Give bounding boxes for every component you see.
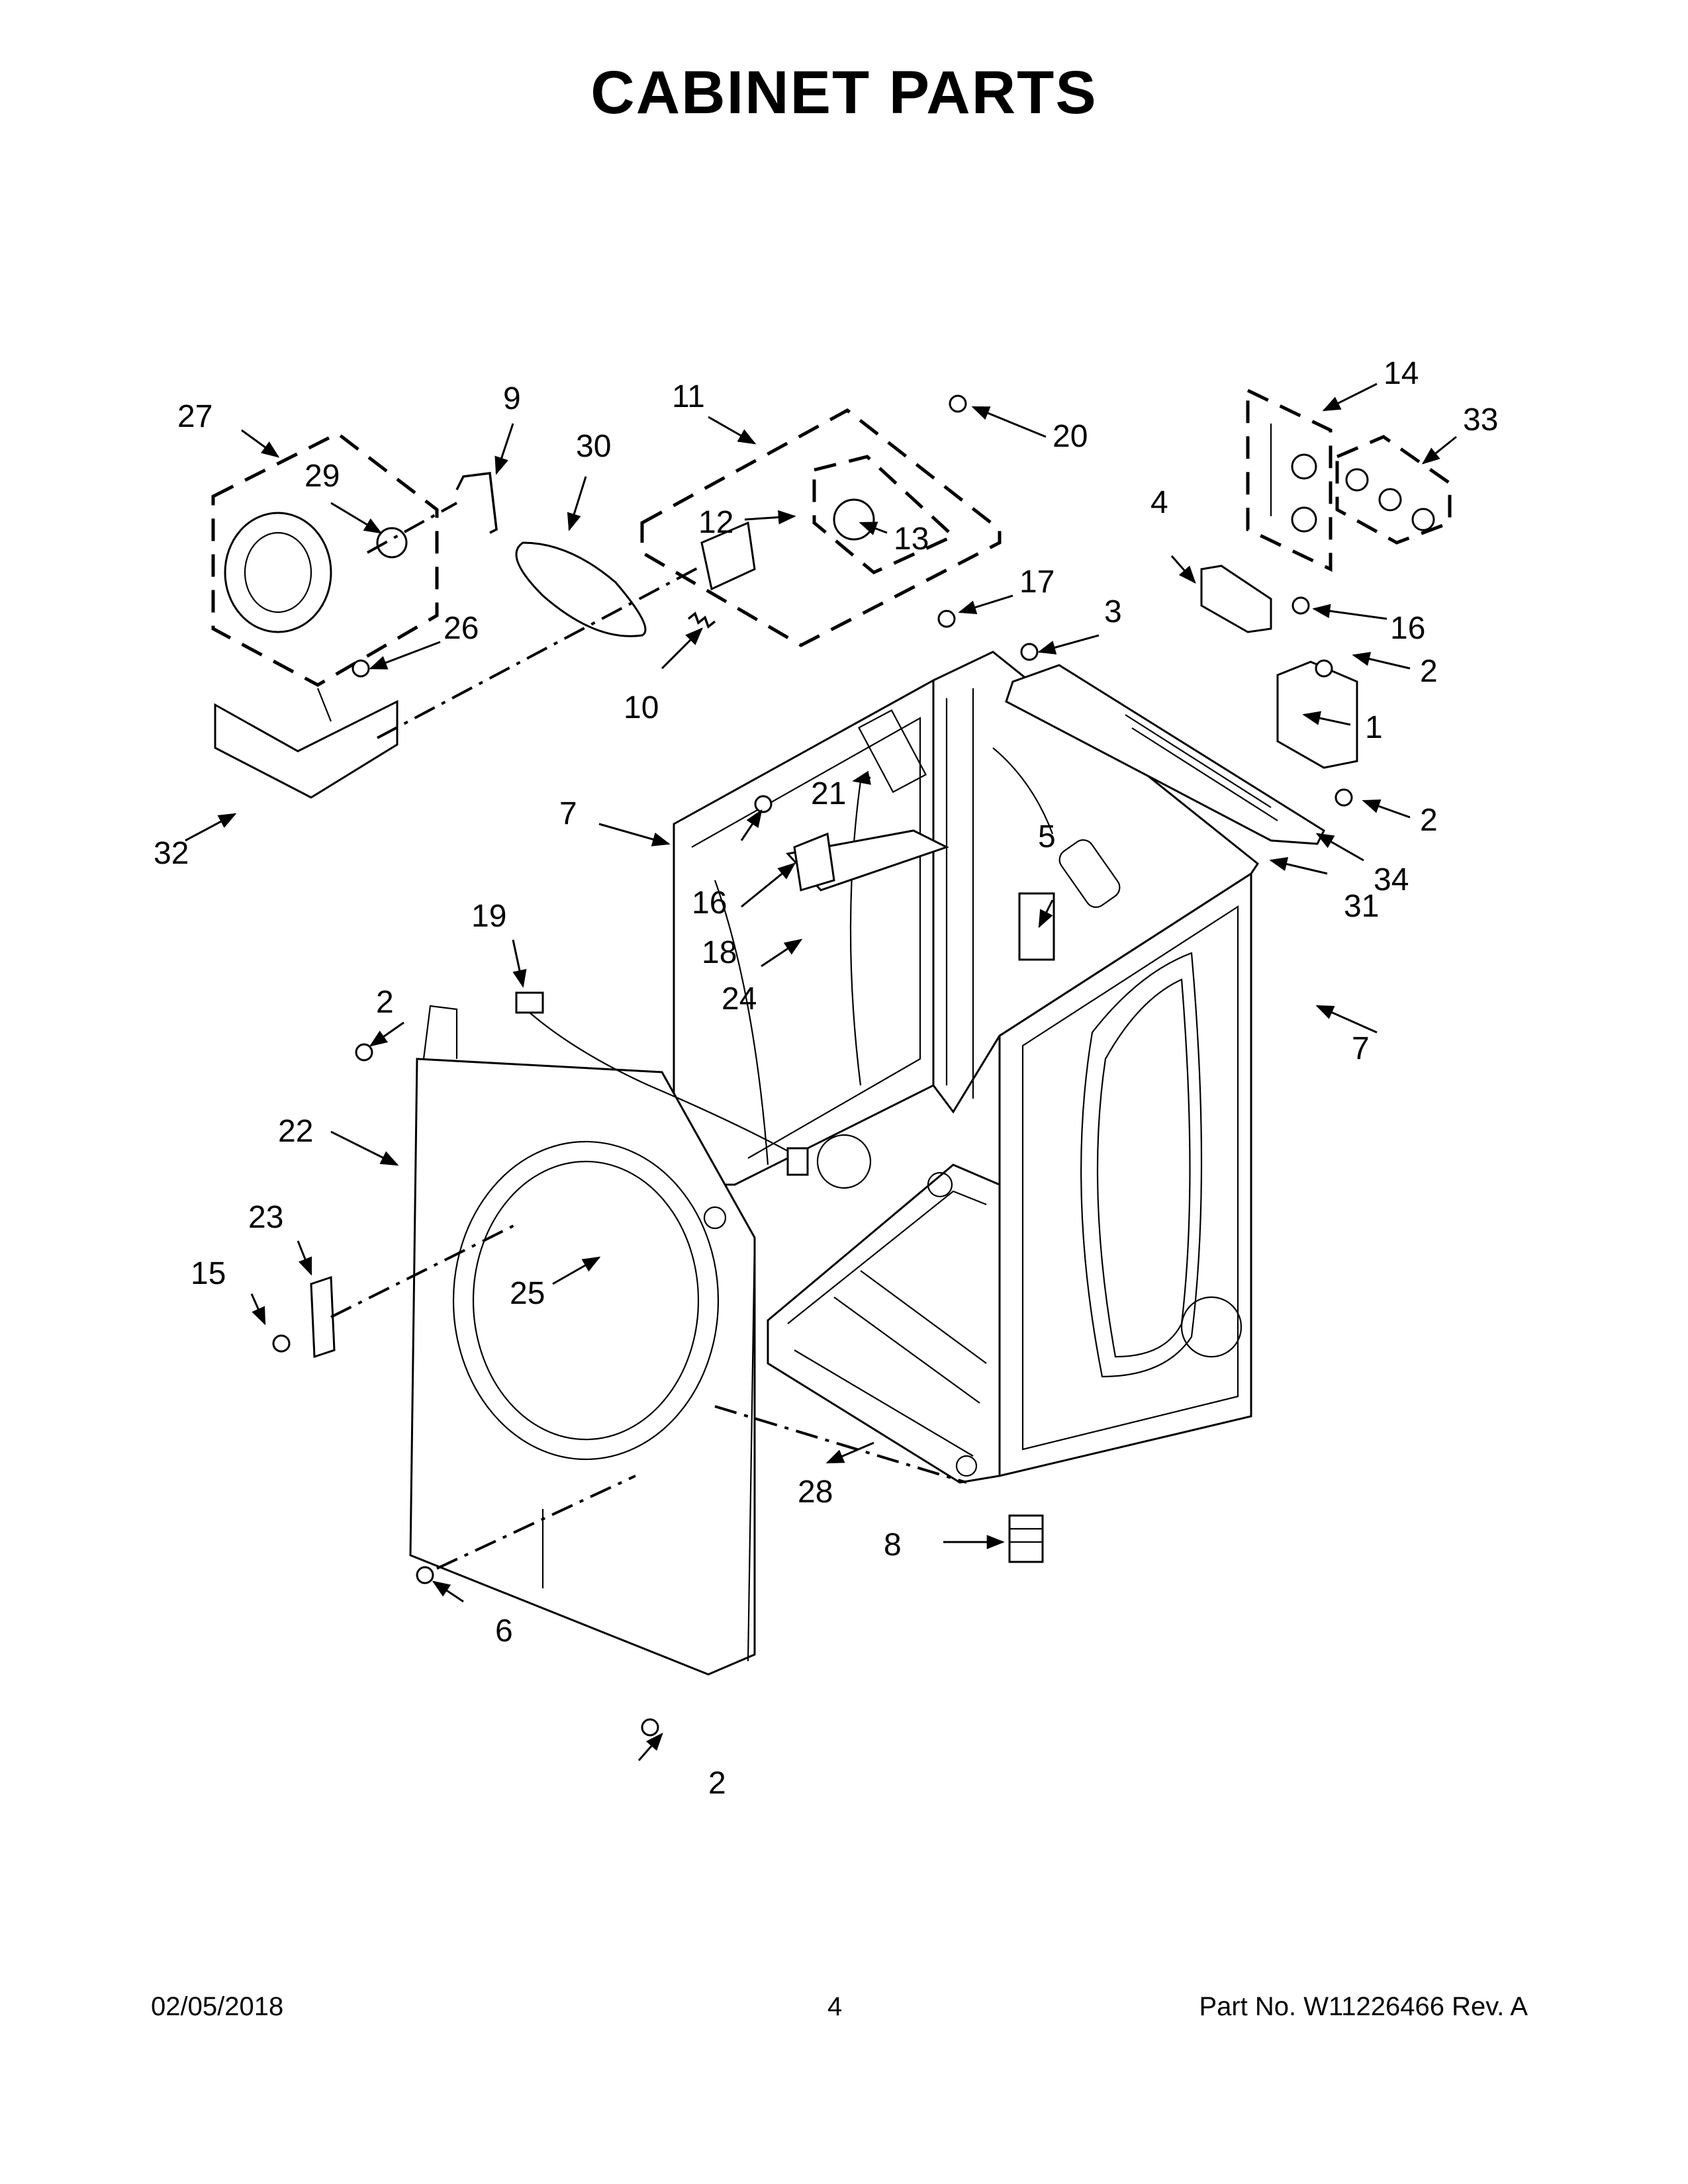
callout-21: 21 bbox=[811, 776, 846, 811]
callout-2: 2 bbox=[376, 985, 394, 1020]
callout-30: 30 bbox=[576, 429, 611, 464]
door-strike bbox=[310, 1275, 336, 1359]
screws bbox=[272, 394, 1353, 1737]
callout-28: 28 bbox=[798, 1475, 833, 1510]
footer-date: 02/05/2018 bbox=[151, 1992, 284, 2021]
callout-16: 16 bbox=[1390, 611, 1425, 646]
callout-4: 4 bbox=[1150, 485, 1168, 520]
idler-spring bbox=[687, 612, 716, 629]
callout-26: 26 bbox=[444, 611, 479, 646]
footer-part-number: Part No. W11226466 Rev. A bbox=[1199, 1992, 1528, 2021]
callout-19: 19 bbox=[471, 899, 506, 934]
callout-7: 7 bbox=[1352, 1031, 1370, 1066]
front-panel bbox=[409, 1005, 756, 1676]
callout-14: 14 bbox=[1383, 356, 1419, 391]
callout-12: 12 bbox=[698, 505, 733, 540]
terminal-block bbox=[1200, 565, 1272, 633]
page-title: CABINET PARTS bbox=[590, 59, 1098, 126]
callout-numbers: 1 2 2 2 2 3 4 5 6 7 7 8 9 10 11 12 13 14… bbox=[154, 356, 1498, 1801]
footer-page-number: 4 bbox=[827, 1992, 843, 2021]
callout-31: 31 bbox=[1344, 889, 1379, 924]
callout-13: 13 bbox=[894, 522, 929, 557]
callout-33: 33 bbox=[1463, 402, 1498, 437]
wiring-label bbox=[1018, 892, 1055, 961]
leader-arrows bbox=[185, 383, 1457, 1761]
callout-16: 16 bbox=[692, 886, 727, 921]
callout-32: 32 bbox=[154, 836, 189, 871]
callout-22: 22 bbox=[278, 1114, 313, 1149]
callout-1: 1 bbox=[1365, 710, 1383, 745]
support-bracket bbox=[786, 829, 949, 891]
callout-11: 11 bbox=[672, 379, 705, 414]
cabinet-left-side-panel bbox=[673, 678, 935, 1189]
callout-10: 10 bbox=[624, 690, 659, 725]
motor-bracket bbox=[455, 472, 498, 534]
callout-17: 17 bbox=[1019, 565, 1055, 600]
drive-belt bbox=[515, 541, 647, 637]
callout-2: 2 bbox=[708, 1766, 726, 1801]
idler-assembly-box bbox=[640, 408, 1002, 647]
callout-23: 23 bbox=[248, 1200, 283, 1235]
callout-2: 2 bbox=[1420, 803, 1438, 838]
callout-18: 18 bbox=[702, 935, 737, 970]
shipping-kit-box bbox=[1246, 388, 1333, 572]
callout-15: 15 bbox=[191, 1256, 226, 1291]
callout-7: 7 bbox=[559, 796, 577, 831]
callout-3: 3 bbox=[1104, 594, 1122, 629]
callout-27: 27 bbox=[177, 399, 212, 434]
motor-assembly-box bbox=[211, 432, 439, 687]
control-module bbox=[1276, 660, 1358, 769]
callout-34: 34 bbox=[1374, 862, 1409, 897]
leveling-leg bbox=[1008, 1514, 1044, 1563]
callout-24: 24 bbox=[722, 981, 757, 1017]
callout-9: 9 bbox=[503, 381, 521, 416]
callout-29: 29 bbox=[305, 459, 340, 494]
callout-20: 20 bbox=[1053, 419, 1088, 454]
callout-25: 25 bbox=[510, 1276, 545, 1311]
hole-plug-kit-box bbox=[1335, 435, 1452, 545]
wire-harness bbox=[515, 991, 809, 1176]
motor-mount bbox=[214, 688, 399, 799]
callout-2: 2 bbox=[1420, 654, 1438, 689]
callout-8: 8 bbox=[884, 1527, 902, 1563]
callout-6: 6 bbox=[495, 1614, 513, 1649]
cabinet-base bbox=[767, 1163, 1001, 1484]
callout-5: 5 bbox=[1038, 819, 1056, 854]
alignment-lines bbox=[330, 502, 967, 1570]
